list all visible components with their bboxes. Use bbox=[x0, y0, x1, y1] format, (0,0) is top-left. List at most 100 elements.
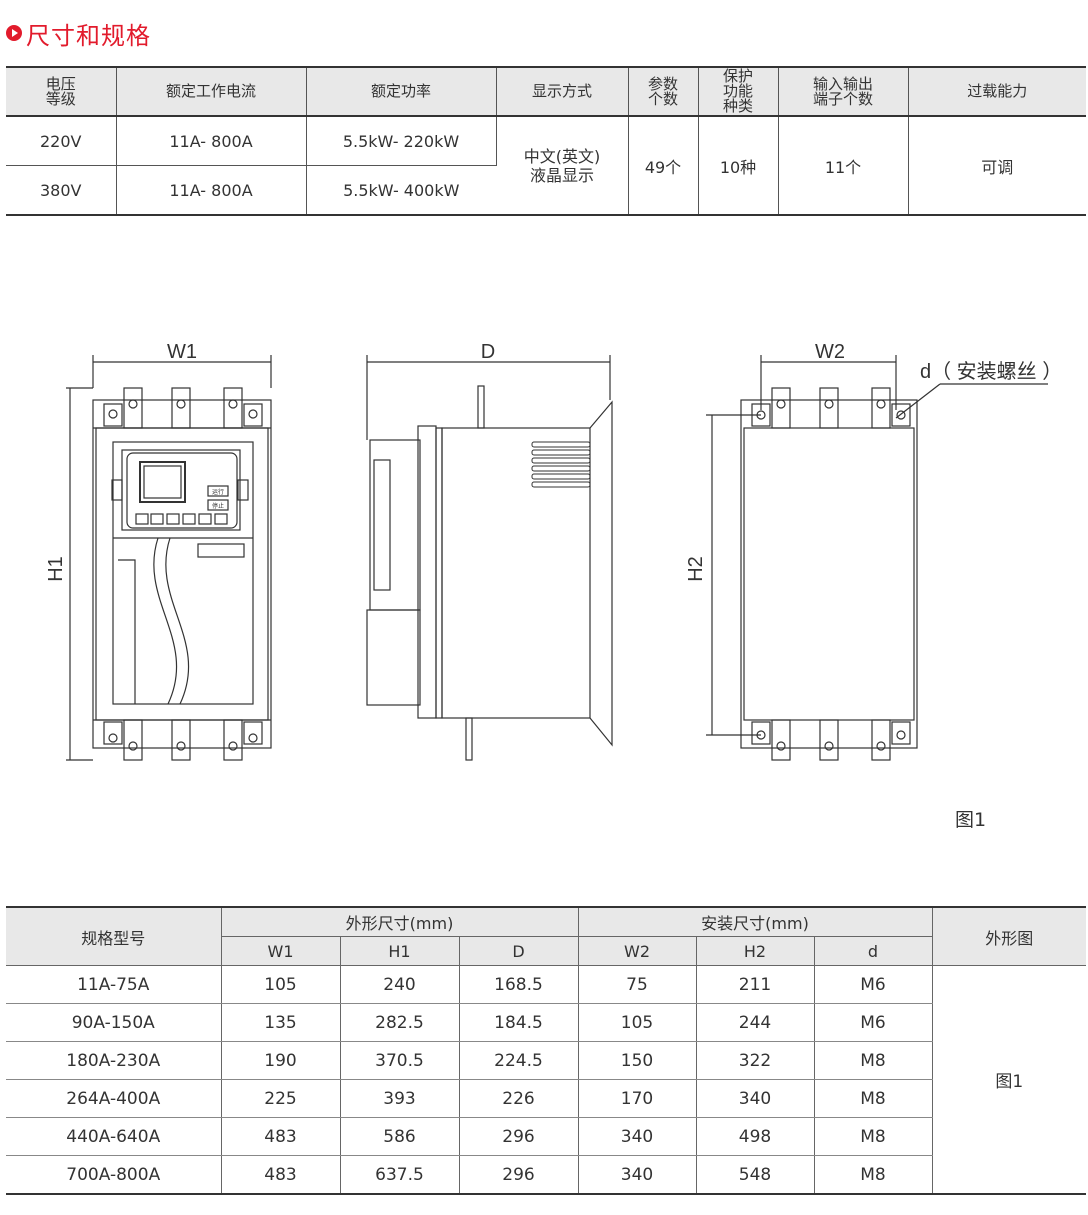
dimension-cell: M8 bbox=[814, 1155, 933, 1195]
model-cell: 700A-800A bbox=[6, 1155, 222, 1195]
arrow-bullet-icon bbox=[6, 25, 22, 41]
spec-header-line: 种类 bbox=[722, 97, 753, 115]
display-line-2: 液晶显示 bbox=[529, 165, 594, 185]
spec-header-line: 等级 bbox=[45, 89, 76, 108]
section-title-text: 尺寸和规格 bbox=[26, 21, 151, 50]
power-cell: 5.5kW- 400kW bbox=[343, 180, 460, 200]
dimension-cell: 296 bbox=[459, 1155, 579, 1195]
spec-header-cell: 额定工作电流 bbox=[116, 67, 307, 116]
dim-header-row: 规格型号 外形尺寸(mm) 安装尺寸(mm) 外形图 bbox=[6, 907, 1086, 966]
spec-header-line: 显示方式 bbox=[531, 82, 592, 100]
model-cell: 90A-150A bbox=[6, 1003, 222, 1042]
dimension-cell: 340 bbox=[696, 1079, 815, 1118]
spec-header-line: 功能 bbox=[722, 82, 753, 100]
spec-header-line: 参数 bbox=[647, 74, 678, 93]
io-terminal-cell: 11个 bbox=[778, 116, 909, 216]
dimension-cell: 224.5 bbox=[459, 1041, 579, 1080]
h1-label: H1 bbox=[45, 556, 67, 582]
dimension-cell: M6 bbox=[814, 1003, 933, 1042]
dimension-cell: 548 bbox=[696, 1155, 815, 1195]
dimension-cell: 190 bbox=[221, 1041, 341, 1080]
spec-header-line: 电压 bbox=[45, 74, 76, 93]
dimension-drawing: W1 H1 运行 停止 bbox=[45, 341, 1062, 761]
figure-label: 图1 bbox=[955, 809, 987, 831]
h2-label: H2 bbox=[685, 556, 707, 582]
sub-header: W1 bbox=[221, 936, 341, 966]
dimension-cell: 75 bbox=[578, 965, 697, 1004]
dimension-cell: 244 bbox=[696, 1003, 815, 1042]
dimension-cell: 483 bbox=[221, 1117, 341, 1156]
dimension-cell: M8 bbox=[814, 1117, 933, 1156]
spec-header-cell: 显示方式 bbox=[496, 67, 629, 116]
dimension-cell: 225 bbox=[221, 1079, 341, 1118]
spec-header-cell: 输入输出端子个数 bbox=[778, 67, 909, 116]
param-count-cell: 49个 bbox=[628, 116, 699, 216]
dimension-cell: 211 bbox=[696, 965, 815, 1004]
dimension-cell: 498 bbox=[696, 1117, 815, 1156]
outer-size-header: 外形尺寸(mm) bbox=[221, 907, 579, 937]
current-cell: 11A- 800A bbox=[116, 165, 307, 215]
spec-header-cell: 参数个数 bbox=[628, 67, 699, 116]
screw-label: d（ 安装螺丝 ） bbox=[920, 360, 1062, 383]
current-cell: 11A- 800A bbox=[116, 116, 307, 166]
spec-header-line: 保护 bbox=[722, 67, 753, 85]
dimension-cell: M8 bbox=[814, 1079, 933, 1118]
model-cell: 180A-230A bbox=[6, 1041, 222, 1080]
dim-subheader-row: W1 H1 D W2 H2 d bbox=[6, 936, 1086, 966]
display-line-1: 中文(英文) bbox=[523, 146, 601, 166]
protection-cell: 10种 bbox=[698, 116, 779, 216]
sub-header: W2 bbox=[578, 936, 697, 966]
figure-ref-cell: 图1 bbox=[932, 965, 1086, 1195]
dimension-cell: 340 bbox=[578, 1117, 697, 1156]
voltage-cell: 220V bbox=[6, 116, 117, 166]
d-label: D bbox=[481, 341, 495, 363]
model-cell: 264A-400A bbox=[6, 1079, 222, 1118]
dimension-cell: 150 bbox=[578, 1041, 697, 1080]
dimension-cell: M6 bbox=[814, 965, 933, 1004]
dimension-cell: 226 bbox=[459, 1079, 579, 1118]
sub-header: H2 bbox=[696, 936, 815, 966]
dimension-cell: 370.5 bbox=[340, 1041, 460, 1080]
sub-header: d bbox=[814, 936, 933, 966]
spec-header-line: 过载能力 bbox=[967, 82, 1028, 100]
spec-header-line: 额定功率 bbox=[370, 82, 431, 100]
mount-size-header: 安装尺寸(mm) bbox=[578, 907, 933, 937]
dimension-cell: 168.5 bbox=[459, 965, 579, 1004]
stop-button-label: 停止 bbox=[212, 502, 224, 510]
spec-table: 电压等级额定工作电流额定功率显示方式参数个数保护功能种类输入输出端子个数过载能力… bbox=[6, 66, 1086, 216]
dimension-cell: 322 bbox=[696, 1041, 815, 1080]
spec-header-cell: 额定功率 bbox=[306, 67, 497, 116]
power-cell: 5.5kW- 220kW bbox=[306, 116, 497, 166]
figure-header: 外形图 bbox=[932, 907, 1086, 966]
voltage-cell: 380V bbox=[6, 165, 117, 215]
w2-label: W2 bbox=[815, 341, 845, 363]
dimension-table: 规格型号 外形尺寸(mm) 安装尺寸(mm) 外形图 W1 H1 D W2 H2… bbox=[6, 906, 1086, 1195]
dimension-cell: 637.5 bbox=[340, 1155, 460, 1195]
dimension-cell: 184.5 bbox=[459, 1003, 579, 1042]
dimension-cell: 340 bbox=[578, 1155, 697, 1195]
dimension-cell: 393 bbox=[340, 1079, 460, 1118]
model-cell: 11A-75A bbox=[6, 965, 222, 1004]
display-cell: 中文(英文) 液晶显示 bbox=[496, 116, 629, 216]
spec-header-cell: 过载能力 bbox=[908, 67, 1086, 116]
run-button-label: 运行 bbox=[212, 488, 224, 496]
spec-header-line: 输入输出 bbox=[812, 74, 873, 93]
spec-header-line: 端子个数 bbox=[812, 89, 873, 108]
dimension-cell: 240 bbox=[340, 965, 460, 1004]
dimension-cell: 296 bbox=[459, 1117, 579, 1156]
w1-label: W1 bbox=[167, 341, 197, 363]
section-title: 尺寸和规格 bbox=[6, 16, 151, 50]
dimension-cell: M8 bbox=[814, 1041, 933, 1080]
spec-header-row: 电压等级额定工作电流额定功率显示方式参数个数保护功能种类输入输出端子个数过载能力 bbox=[6, 67, 1086, 116]
side-view: D bbox=[366, 341, 613, 761]
dimension-cell: 170 bbox=[578, 1079, 697, 1118]
spec-header-line: 额定工作电流 bbox=[165, 82, 256, 100]
spec-header-cell: 保护功能种类 bbox=[698, 67, 779, 116]
dimension-cell: 105 bbox=[578, 1003, 697, 1042]
spec-row: 220V 11A- 800A 5.5kW- 220kW 中文(英文) 液晶显示 … bbox=[6, 116, 1086, 216]
